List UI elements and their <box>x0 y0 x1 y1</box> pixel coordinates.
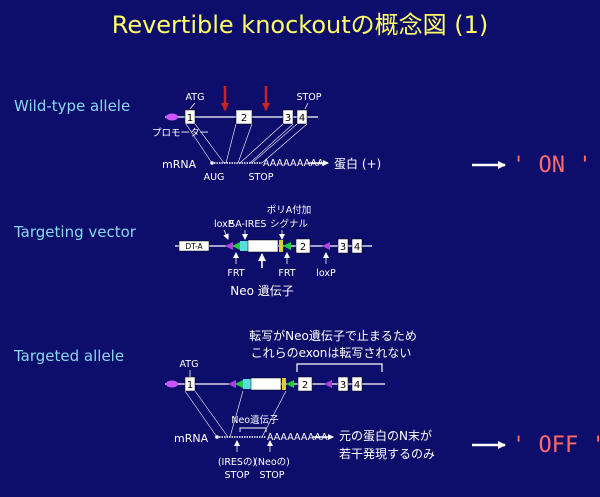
exon-number: 2 <box>302 380 308 391</box>
aug-label: AUG <box>204 172 225 183</box>
targeted-exon-4: 4 <box>351 376 363 392</box>
polya-signal-label-2: シグナル <box>270 218 309 230</box>
exon-number: 3 <box>340 242 346 253</box>
promoter-label: プロモーター <box>152 128 209 139</box>
loxp-bottom-label: loxP <box>316 268 336 279</box>
exon-number: 1 <box>187 380 193 391</box>
targeted-atg-label: ATG <box>180 359 199 370</box>
dta-label: DT-A <box>185 242 203 251</box>
targeted-splice-lines <box>184 390 287 438</box>
frt-icon <box>283 242 291 250</box>
transcription-note-2: これらのexonは転写されない <box>251 346 412 360</box>
vector-label: Targeting vector <box>13 223 137 241</box>
neo-label: Neo 遺伝子 <box>230 283 294 298</box>
protein-note-2: 若干発現するのみ <box>339 447 435 461</box>
transcription-note-1: 転写がNeo遺伝子で止まるため <box>249 328 417 343</box>
wildtype-splice-lines <box>185 123 308 164</box>
neo-box <box>250 377 282 391</box>
wildtype-label: Wild-type allele <box>14 97 130 115</box>
vector-section: Targeting vector DT-A 2 3 4 <box>13 205 372 298</box>
atg-label: ATG <box>186 92 205 103</box>
mrna-stop-label: STOP <box>248 172 273 183</box>
frt-right-label: FRT <box>278 268 295 279</box>
exon-number: 4 <box>354 380 360 391</box>
targeted-exon-3: 3 <box>337 376 349 392</box>
neo-stop-label-1: (Neoの) <box>254 457 290 468</box>
wildtype-exon-2: 2 <box>235 109 253 125</box>
targeted-mrna-label: mRNA <box>174 432 209 445</box>
stop-pointer <box>304 102 309 110</box>
targeted-polya: AAAAAAAAA <box>267 432 328 443</box>
wildtype-exon-4: 4 <box>296 109 308 125</box>
vector-exon-2: 2 <box>295 238 311 254</box>
polya-signal-box <box>279 240 283 252</box>
exon-number: 3 <box>285 113 291 124</box>
promoter-icon <box>166 113 178 121</box>
loxp-icon <box>322 242 330 250</box>
protein-label: 蛋白 (+) <box>334 156 381 171</box>
neo-box <box>247 239 279 253</box>
page-title: Revertible knockoutの概念図 (1) <box>112 11 489 39</box>
neo-bracket <box>239 427 267 432</box>
atg-pointer <box>189 102 196 110</box>
vector-exon-3: 3 <box>337 238 349 254</box>
frt-icon <box>235 380 243 388</box>
ires-box <box>243 379 251 389</box>
wildtype-section: Wild-type allele 1 2 3 4 ATG STOP プロモーター <box>14 86 591 183</box>
on-result: ' ON ' <box>512 153 591 178</box>
loxp-top-label: loxP <box>214 219 234 230</box>
frt-icon <box>286 380 294 388</box>
mrna-cap-icon <box>210 161 214 165</box>
exon-number: 3 <box>340 380 346 391</box>
exon-number: 2 <box>300 242 306 253</box>
wildtype-exon-1: 1 <box>184 109 196 125</box>
wildtype-mrna-label: mRNA <box>162 158 197 171</box>
targeted-section: Targeted allele 転写がNeo遺伝子で止まるため これらのexon… <box>13 328 600 481</box>
stop-label: STOP <box>296 92 321 103</box>
loxp-icon <box>228 380 236 388</box>
polya-signal-box <box>282 378 286 390</box>
exon-number: 2 <box>241 113 247 124</box>
ires-box <box>240 241 248 251</box>
dta-box: DT-A <box>178 240 210 252</box>
exon-number: 4 <box>299 113 305 124</box>
loxp-icon <box>324 380 332 388</box>
exon-number: 4 <box>354 242 360 253</box>
wildtype-polya: AAAAAAAAA <box>263 158 324 169</box>
polya-signal-label-1: ポリA付加 <box>267 205 312 216</box>
targeted-exon-2: 2 <box>297 376 313 392</box>
protein-note-1: 元の蛋白のN末が <box>339 428 432 443</box>
frt-left-label: FRT <box>227 268 244 279</box>
targeted-exon-1: 1 <box>184 376 196 392</box>
sa-ires-label: SA-IRES <box>229 219 266 230</box>
neo-stop-label-2: STOP <box>259 470 284 481</box>
exon-bracket <box>296 363 383 372</box>
targeted-neo-label: Neo遺伝子 <box>231 414 279 426</box>
loxp-top-pointer <box>223 229 229 240</box>
mrna-cap-icon <box>215 435 219 439</box>
frt-icon <box>232 242 240 250</box>
ires-stop-label-2: STOP <box>224 470 249 481</box>
off-result: ' OFF ' <box>512 433 600 458</box>
targeted-label: Targeted allele <box>13 347 124 365</box>
wildtype-exon-3: 3 <box>282 109 294 125</box>
ires-stop-label-1: (IRESの) <box>218 457 256 468</box>
vector-exon-4: 4 <box>351 238 363 254</box>
loxp-icon <box>225 242 233 250</box>
promoter-icon <box>166 380 178 388</box>
exon-number: 1 <box>187 113 193 124</box>
